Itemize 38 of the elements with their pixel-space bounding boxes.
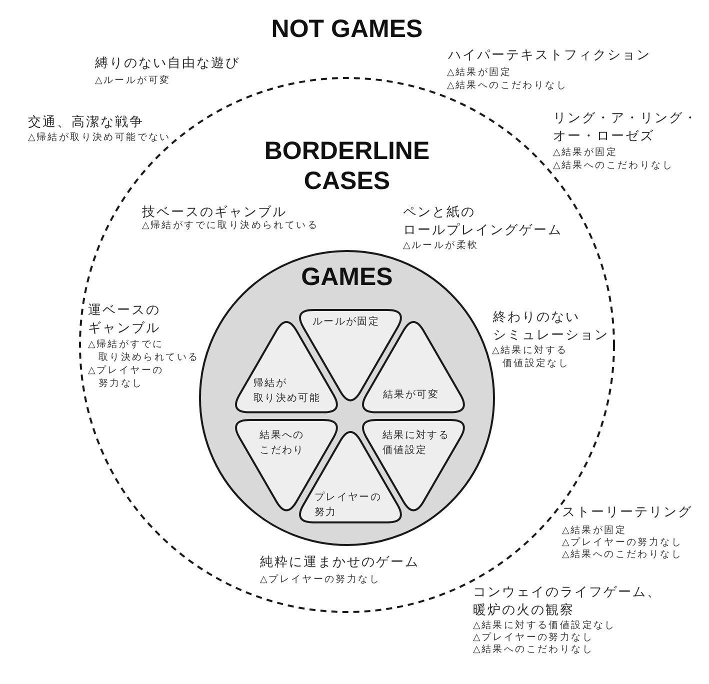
example-label: ストーリーテリング [562,504,692,522]
note-text: △結果が固定 [447,67,512,80]
region-heading: BORDERLINE CASES [264,136,430,196]
example-label: 技ベースのギャンブル [142,204,287,220]
example-label: リング・ア・リング・オー・ローゼズ [553,110,698,146]
note-text: △結果が固定 [562,525,627,537]
segment-label: 結果が可変 [382,388,439,402]
example-label: ハイパーテキストフィクション [448,47,651,65]
example-label: ペンと紙のロールプレイングゲーム [403,204,562,240]
example-label: 縛りのない自由な遊び [95,55,240,73]
segment-label: 結果に対する価値設定 [382,428,450,458]
segment-label: プレイヤーの努力 [314,490,382,520]
note-text: △ルールが柔軟 [403,240,479,252]
segment-label: 結果へのこだわり [260,428,304,458]
region-heading: NOT GAMES [271,14,423,44]
note-text: △帰結がすでに取り決められている [88,339,200,364]
note-text: △結果が固定 [553,147,618,160]
example-label: 交通、高潔な戦争 [28,114,144,132]
note-text: △結果に対する価値設定なし [492,345,570,370]
note-text: △プレイヤーの努力なし [260,574,381,586]
segment-label: 帰結が取り決め可能 [253,376,321,406]
note-text: △結果へのこだわりなし [447,80,568,92]
note-text: △結果に対する価値設定なし [473,620,616,632]
note-text: △結果へのこだわりなし [473,644,594,656]
note-text: △結果へのこだわりなし [562,549,683,562]
example-label: 運ベースのギャンブル [88,302,160,338]
example-label: 純粋に運まかせのゲーム [260,554,420,572]
example-label: コンウェイのライフゲーム、暖炉の火の観察 [473,584,662,620]
note-text: △ルールが可変 [95,75,171,88]
region-heading: GAMES [301,262,393,292]
note-text: △プレイヤーの努力なし [473,632,594,644]
note-text: △プレイヤーの努力なし [562,537,683,550]
note-text: △結果へのこだわりなし [553,160,674,172]
note-text: △帰結がすでに取り決められている [142,220,319,232]
segment-label: ルールが固定 [312,315,380,330]
note-text: △プレイヤーの努力なし [88,365,164,390]
example-label: 終わりのないシミュレーション [493,309,609,345]
note-text: △帰結が取り決め可能でない [28,132,171,144]
